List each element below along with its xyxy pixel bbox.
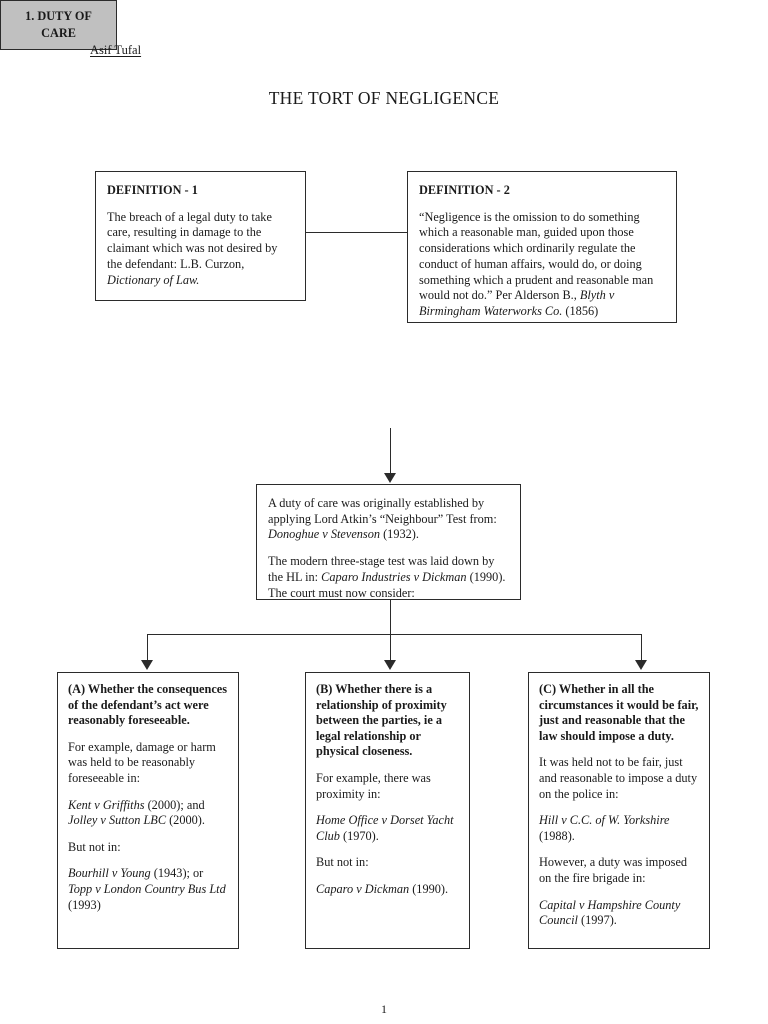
caparo-para1-lead: A duty of care was originally establishe… xyxy=(268,496,497,526)
case-name: Jolley v Sutton LBC xyxy=(68,813,167,828)
branch-right-arrowhead xyxy=(635,660,647,670)
factor-c-cases-against: Capital v Hampshire County Council (1997… xyxy=(539,898,699,929)
definition-1-body: The breach of a legal duty to take care,… xyxy=(107,210,294,289)
case-name: Kent v Griffiths xyxy=(68,797,145,812)
factor-b-cases-for: Home Office v Dorset Yacht Club (1970). xyxy=(316,813,459,844)
factor-a-box: (A) Whether the consequences of the defe… xyxy=(57,672,239,949)
branch-middle-arrowhead xyxy=(384,660,396,670)
branch-horizontal-bar xyxy=(147,634,641,635)
definition-2-content: DEFINITION - 2 “Negligence is the omissi… xyxy=(408,172,676,328)
factor-c-content: (C) Whether in all the circumstances it … xyxy=(529,673,709,938)
caparo-test-box: A duty of care was originally establishe… xyxy=(256,484,521,600)
caparo-para1-tail: (1932). xyxy=(380,527,419,542)
case-year: (1943); or xyxy=(150,866,204,881)
caparo-para2-tail: (1990). The court must now consider: xyxy=(268,569,506,600)
page-number: 1 xyxy=(381,1002,387,1016)
branch-stem-line xyxy=(390,600,391,634)
caparo-paragraph-2: The modern three-stage test was laid dow… xyxy=(268,554,509,601)
factor-b-content: (B) Whether there is a relationship of p… xyxy=(306,673,469,907)
case-year: (2000). xyxy=(166,813,205,828)
factor-a-heading: (A) Whether the consequences of the defe… xyxy=(68,682,228,728)
case-year: (1993) xyxy=(68,897,101,912)
branch-left-arrowhead xyxy=(141,660,153,670)
page-title: THE TORT OF NEGLIGENCE xyxy=(268,88,500,108)
definition-1-content: DEFINITION - 1 The breach of a legal dut… xyxy=(96,172,305,296)
case-year: (1997). xyxy=(577,913,617,928)
caparo-paragraph-1: A duty of care was originally establishe… xyxy=(268,496,509,543)
author-byline: Asif Tufal xyxy=(90,43,142,57)
factor-b-box: (B) Whether there is a relationship of p… xyxy=(305,672,470,949)
factor-b-but-not-in: But not in: xyxy=(316,855,369,870)
definition-2-year: (1856) xyxy=(562,304,599,319)
branch-left-line xyxy=(147,634,148,661)
factor-b-heading: (B) Whether there is a relationship of p… xyxy=(316,682,447,759)
caparo-para2-case: Caparo Industries v Dickman xyxy=(321,569,467,584)
caparo-para2-lead: The modern three-stage test was laid dow… xyxy=(268,554,495,584)
factor-a-content: (A) Whether the consequences of the defe… xyxy=(58,673,238,922)
caparo-test-content: A duty of care was originally establishe… xyxy=(257,485,520,609)
definition-2-text: “Negligence is the omission to do someth… xyxy=(419,209,654,303)
case-name: Hill v C.C. of W. Yorkshire xyxy=(539,813,670,828)
factor-b-example-lead: For example, there was proximity in: xyxy=(316,771,431,801)
case-year: (1990). xyxy=(409,882,449,897)
definition-1-text: The breach of a legal duty to take care,… xyxy=(107,209,278,271)
case-year: (2000); and xyxy=(144,797,205,812)
case-name: Caparo v Dickman xyxy=(316,882,410,897)
branch-right-line xyxy=(641,634,642,661)
duty-of-care-label: 1. DUTY OF CARE xyxy=(25,9,92,40)
definition-1-heading: DEFINITION - 1 xyxy=(107,183,198,197)
definition-connector-line xyxy=(306,232,407,233)
factor-a-example-lead: For example, damage or harm was held to … xyxy=(68,739,216,786)
case-name: Home Office v Dorset Yacht Club xyxy=(316,813,454,843)
factor-c-cases-for: Hill v C.C. of W. Yorkshire (1988). xyxy=(539,813,699,844)
branch-middle-line xyxy=(390,634,391,661)
definition-1-citation: Dictionary of Law. xyxy=(107,272,200,287)
case-name: Bourhill v Young xyxy=(68,866,151,881)
factor-c-heading: (C) Whether in all the circumstances it … xyxy=(539,682,699,743)
factor-a-but-not-in: But not in: xyxy=(68,839,121,854)
definition-1-box: DEFINITION - 1 The breach of a legal dut… xyxy=(95,171,306,301)
duty-of-care-box: 1. DUTY OF CARE xyxy=(0,0,117,50)
factor-c-box: (C) Whether in all the circumstances it … xyxy=(528,672,710,949)
factor-c-but-not-in: However, a duty was imposed on the fire … xyxy=(539,855,688,886)
definition-2-heading: DEFINITION - 2 xyxy=(419,183,510,197)
duty-connector-line xyxy=(390,428,391,474)
case-year: (1970). xyxy=(339,828,379,843)
case-year: (1988). xyxy=(539,828,575,843)
definition-2-body: “Negligence is the omission to do someth… xyxy=(419,210,665,320)
case-name: Capital v Hampshire County Council xyxy=(539,897,681,928)
caparo-para1-case: Donoghue v Stevenson xyxy=(268,527,381,542)
factor-c-example-lead: It was held not to be fair, just and rea… xyxy=(539,755,698,801)
definition-2-case: Blyth v Birmingham Waterworks Co. xyxy=(419,288,615,319)
duty-connector-arrowhead xyxy=(384,473,396,483)
factor-b-cases-against: Caparo v Dickman (1990). xyxy=(316,882,459,898)
definition-2-box: DEFINITION - 2 “Negligence is the omissi… xyxy=(407,171,677,323)
case-name: Topp v London Country Bus Ltd xyxy=(68,882,226,897)
